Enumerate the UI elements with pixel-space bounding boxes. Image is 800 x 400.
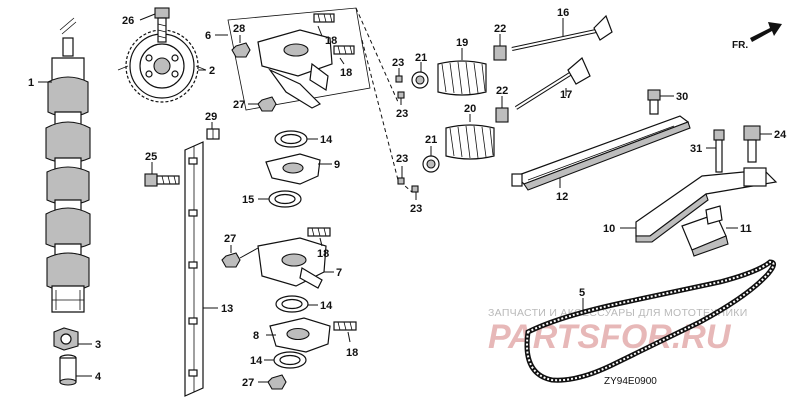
camshaft-holder[interactable] — [53, 327, 79, 351]
callout-17: 17 — [560, 89, 572, 101]
rocker-arm-assembly-top[interactable] — [257, 29, 333, 109]
adjust-screw-18a[interactable] — [313, 13, 335, 23]
callout-7: 7 — [336, 267, 342, 279]
intake-valve-17[interactable] — [514, 57, 591, 110]
callout-21b: 21 — [425, 134, 437, 146]
valve-seal-22a[interactable] — [493, 45, 507, 61]
watermark-caption: ЗАПЧАСТИ И АКСЕССУАРЫ ДЛЯ МОТОТЕХНИКИ — [488, 307, 748, 319]
callout-6: 6 — [205, 30, 211, 42]
rocker-arm-7[interactable] — [257, 237, 327, 289]
callout-31: 31 — [690, 143, 702, 155]
washer-14a[interactable] — [274, 130, 308, 148]
callout-10: 10 — [603, 223, 615, 235]
nut-27b[interactable] — [221, 252, 241, 268]
callout-3: 3 — [95, 339, 101, 351]
guide-bolt-30[interactable] — [647, 89, 661, 115]
callout-2: 2 — [209, 65, 215, 77]
cam-chain[interactable] — [524, 259, 776, 383]
valve-cotter-23c[interactable] — [397, 177, 405, 185]
callout-29: 29 — [205, 111, 217, 123]
shaft-pin[interactable] — [206, 128, 220, 140]
adjust-screw-18c[interactable] — [307, 227, 331, 237]
camshaft[interactable] — [45, 17, 91, 313]
valve-seal-22b[interactable] — [495, 107, 509, 123]
callout-13: 13 — [221, 303, 233, 315]
callout-16: 16 — [557, 7, 569, 19]
callout-15: 15 — [242, 194, 254, 206]
callout-25: 25 — [145, 151, 157, 163]
washer-14b[interactable] — [275, 295, 309, 313]
camshaft-bearing[interactable] — [59, 354, 77, 386]
valve-spring-20[interactable] — [445, 124, 495, 160]
sprocket-bolt[interactable] — [154, 7, 170, 43]
callout-18d: 18 — [346, 347, 358, 359]
callout-4: 4 — [95, 371, 102, 383]
callout-23b: 23 — [396, 108, 408, 120]
cam-chain-guide[interactable] — [511, 115, 691, 191]
adjust-screw-18b[interactable] — [333, 45, 355, 55]
callout-12: 12 — [556, 191, 568, 203]
tensioner-bolt-24[interactable] — [743, 125, 761, 163]
tensioner-bolt-31[interactable] — [713, 129, 725, 173]
rocker-arm-group-frame — [227, 7, 371, 111]
spring-retainer-21b[interactable] — [422, 155, 440, 173]
washer-14c[interactable] — [273, 351, 307, 369]
direction-label: FR. — [732, 40, 748, 51]
callout-8: 8 — [253, 330, 259, 342]
callout-24: 24 — [774, 129, 787, 141]
callout-14b: 14 — [320, 300, 333, 312]
callout-21a: 21 — [415, 52, 427, 64]
callout-23a: 23 — [392, 57, 404, 69]
callout-1: 1 — [28, 77, 34, 89]
exhaust-valve-16[interactable] — [511, 14, 613, 51]
callout-11: 11 — [740, 223, 752, 235]
shaft-bolt[interactable] — [144, 173, 180, 187]
callout-18c: 18 — [317, 248, 329, 260]
callout-30: 30 — [676, 91, 688, 103]
callout-27c: 27 — [242, 377, 254, 389]
rocker-arm-8[interactable] — [269, 317, 331, 353]
callout-23c: 23 — [396, 153, 408, 165]
nut-27a[interactable] — [257, 96, 277, 112]
callout-27a: 27 — [233, 99, 245, 111]
valve-cotter-23b[interactable] — [397, 91, 405, 99]
cam-sprocket[interactable] — [117, 29, 207, 103]
front-direction-arrow: FR. — [732, 22, 782, 51]
valve-spring-19[interactable] — [437, 60, 487, 96]
cam-chain-tensioner-arm[interactable] — [635, 167, 778, 243]
callout-22a: 22 — [494, 23, 506, 35]
callout-23d: 23 — [410, 203, 422, 215]
callout-22b: 22 — [496, 85, 508, 97]
callout-9: 9 — [334, 159, 340, 171]
callout-20: 20 — [464, 103, 476, 115]
callout-5: 5 — [579, 287, 585, 299]
rocker-arm-shaft[interactable] — [184, 141, 204, 397]
callout-28: 28 — [233, 23, 245, 35]
valve-cotter-23d[interactable] — [411, 185, 419, 193]
adjust-screw-18d[interactable] — [333, 321, 357, 331]
nut-28[interactable] — [231, 42, 251, 58]
callout-18b: 18 — [340, 67, 352, 79]
callout-27b: 27 — [224, 233, 236, 245]
callout-26: 26 — [122, 15, 134, 27]
diagram-code: ZY94E0900 — [604, 376, 657, 387]
spring-retainer-21a[interactable] — [411, 71, 429, 89]
callout-19: 19 — [456, 37, 468, 49]
callout-18a: 18 — [325, 35, 337, 47]
callout-14a: 14 — [320, 134, 333, 146]
tensioner-lifter[interactable] — [681, 205, 729, 257]
rocker-arm-9[interactable] — [265, 153, 321, 185]
washer-15[interactable] — [268, 190, 302, 208]
callout-14c: 14 — [250, 355, 263, 367]
valve-cotter-23a[interactable] — [395, 75, 403, 83]
nut-27c[interactable] — [267, 374, 287, 390]
